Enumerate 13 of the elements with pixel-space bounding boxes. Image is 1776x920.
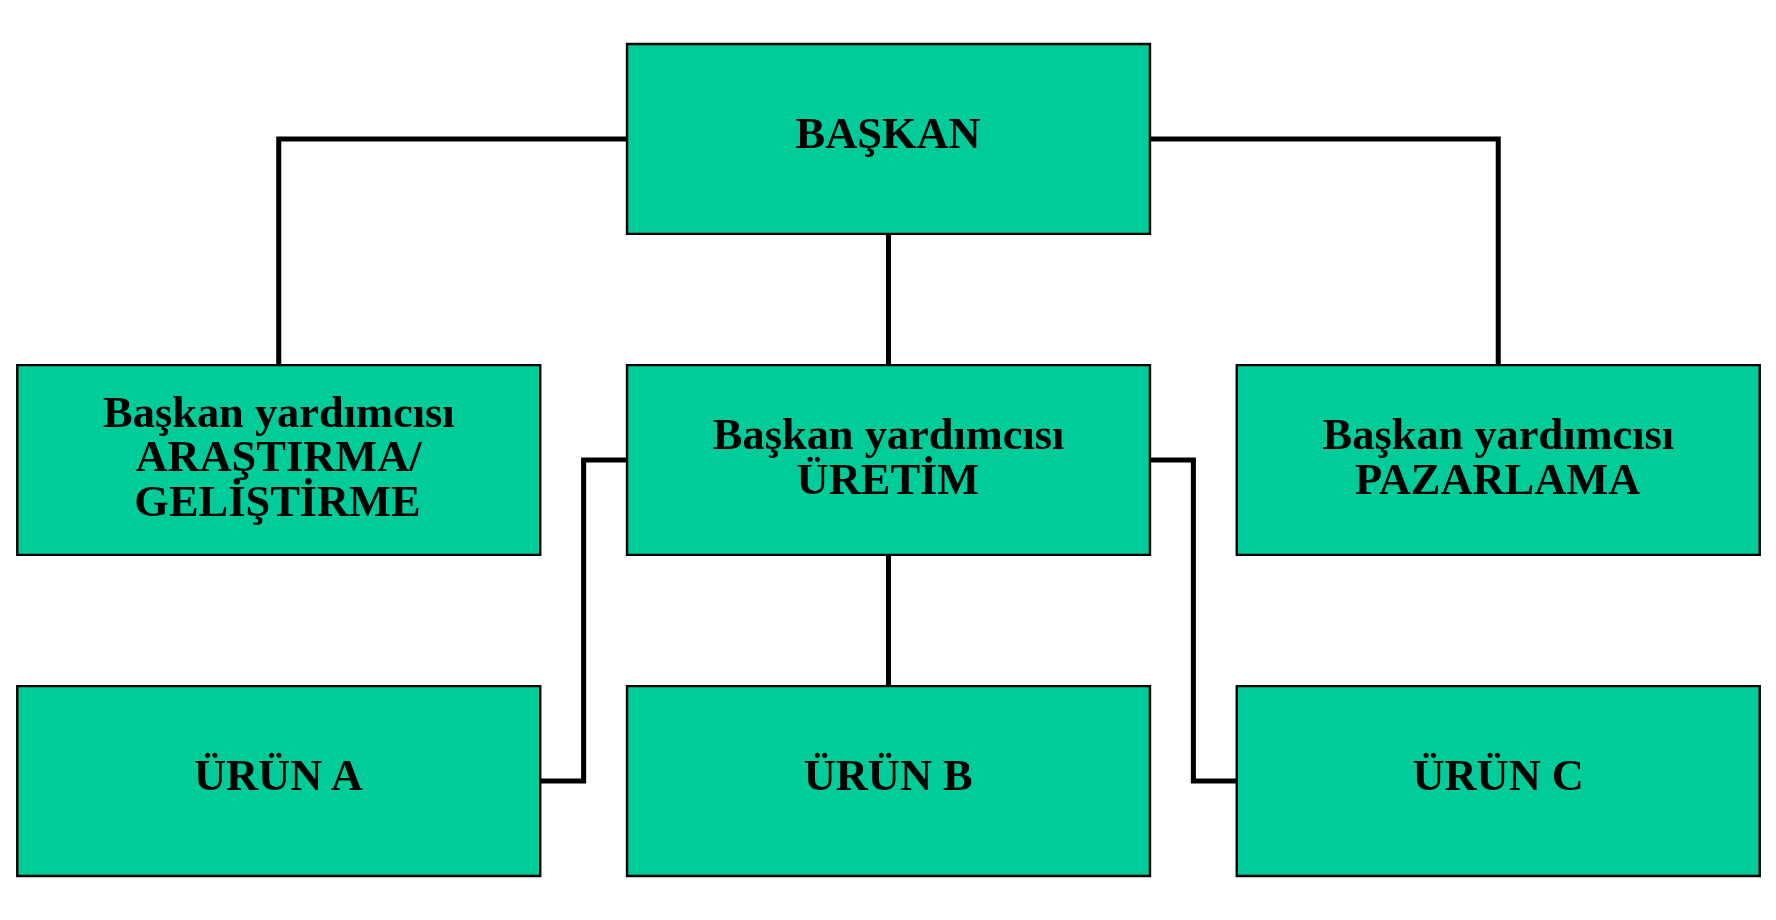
connector bbox=[885, 234, 891, 365]
node-box: BAŞKAN bbox=[625, 42, 1151, 236]
connector bbox=[275, 136, 626, 365]
connector bbox=[1150, 136, 1501, 365]
node-box: ÜRÜN B bbox=[625, 684, 1151, 878]
node-box: ÜRÜN A bbox=[15, 684, 541, 878]
node-box: Başkan yardımcısı ÜRETİM bbox=[625, 363, 1151, 557]
connector bbox=[540, 457, 627, 784]
node-box: Başkan yardımcısı ARAŞTIRMA/ GELİŞTİRME bbox=[15, 363, 541, 557]
connector bbox=[1149, 457, 1236, 784]
node-box: ÜRÜN C bbox=[1235, 684, 1761, 878]
node-box: Başkan yardımcısı PAZARLAMA bbox=[1235, 363, 1761, 557]
connector bbox=[885, 555, 891, 686]
